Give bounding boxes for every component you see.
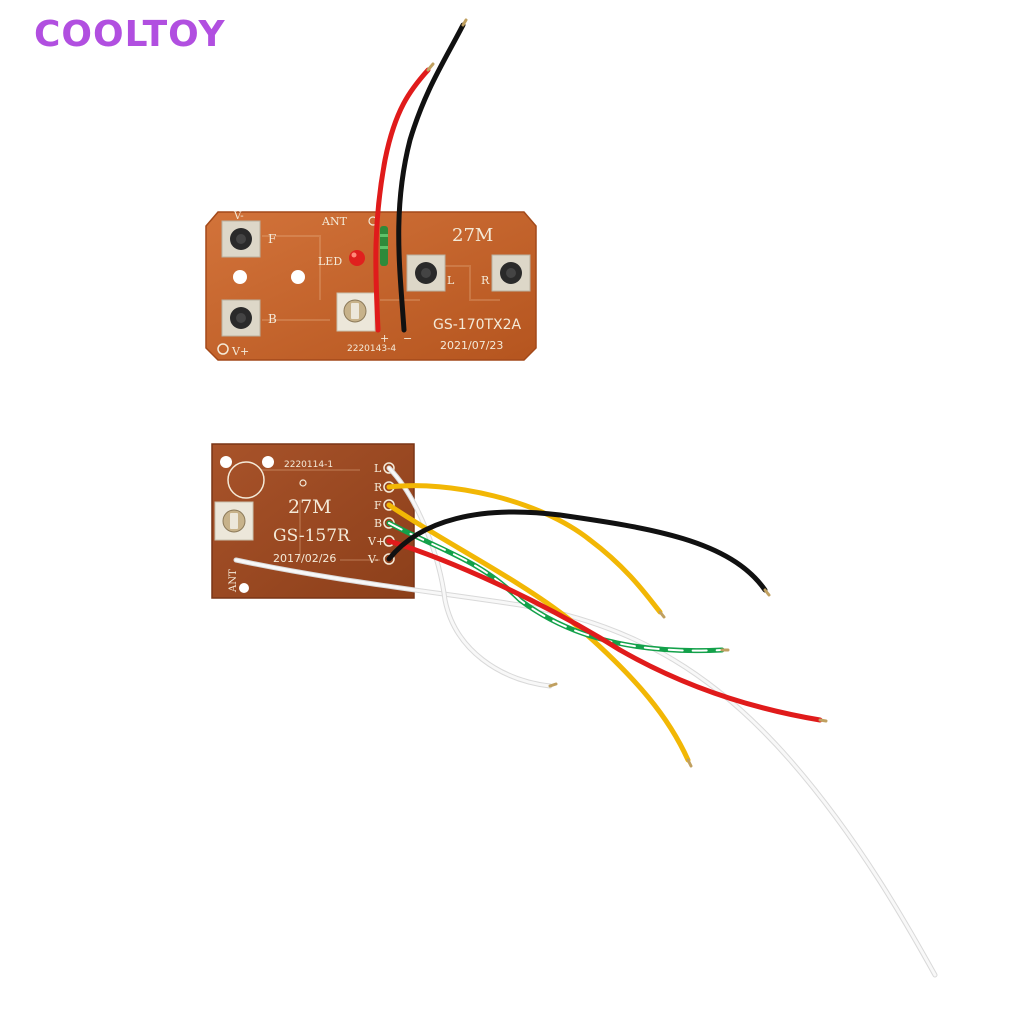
led-label: LED	[318, 255, 342, 268]
left-label: L	[447, 274, 455, 287]
red-wire-vplus	[386, 538, 823, 723]
crystal-oscillator	[336, 292, 376, 332]
inductor	[380, 226, 388, 266]
mounting-hole	[220, 456, 232, 468]
capacitor-outline	[227, 461, 265, 499]
right-label: R	[481, 274, 490, 287]
receiver-model: GS-157R	[273, 526, 351, 546]
right-button	[491, 254, 531, 292]
pad-r-label: R	[374, 481, 383, 494]
pad-vminus-label: V-	[367, 553, 379, 566]
antenna-wire	[233, 557, 938, 978]
receiver-crystal	[214, 501, 254, 541]
transmitter-date: 2021/07/23	[440, 339, 503, 352]
mounting-hole	[262, 456, 274, 468]
transmitter-code: 2220143-4	[347, 344, 396, 354]
minus-pad-label: −	[403, 332, 412, 345]
receiver-date: 2017/02/26	[273, 552, 336, 565]
mounting-hole	[233, 270, 247, 284]
transmitter-board: ANT LED F B L R V+ V- + − 27M GS-170TX2A…	[205, 211, 537, 361]
black-wire-vminus	[386, 509, 768, 593]
transmitter-frequency: 27M	[452, 225, 493, 246]
pad-vplus-label: V+	[367, 535, 385, 548]
receiver-wires	[233, 465, 938, 978]
back-label: B	[268, 312, 277, 326]
yellow-wire-r	[386, 483, 663, 615]
black-wire	[396, 22, 466, 333]
transmitter-model: GS-170TX2A	[433, 317, 522, 333]
vplus-label: V+	[231, 345, 249, 358]
green-wire	[386, 520, 725, 654]
left-button	[406, 254, 446, 292]
receiver-frequency: 27M	[288, 496, 332, 518]
vminus-label: V-	[233, 211, 244, 222]
led-indicator	[349, 250, 365, 266]
back-button	[221, 299, 261, 337]
pad-f-label: F	[374, 499, 382, 512]
receiver-antenna-label: ANT	[228, 569, 239, 593]
brand-logo: COOLTOY	[34, 14, 226, 55]
pad-b-label: B	[374, 517, 382, 530]
pad-l-label: L	[374, 462, 382, 475]
antenna-label: ANT	[321, 215, 348, 228]
red-wire	[373, 67, 431, 333]
plus-pad-label: +	[380, 332, 389, 345]
forward-button	[221, 220, 261, 258]
receiver-code: 2220114-1	[284, 460, 333, 470]
forward-label: F	[268, 232, 276, 246]
mounting-hole	[291, 270, 305, 284]
transmitter-wires	[373, 18, 468, 333]
